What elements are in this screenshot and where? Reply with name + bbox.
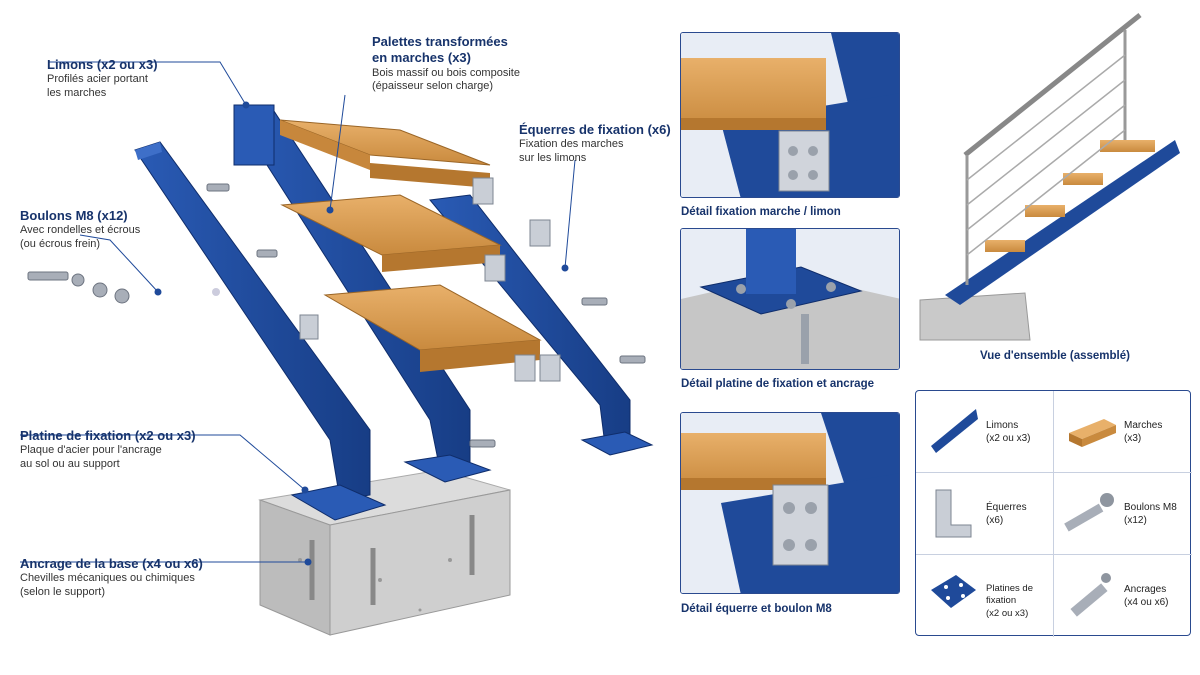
detail-caption-2: Détail platine de fixation et ancrage [681, 378, 874, 390]
detail-base-plate-illustration [681, 229, 899, 369]
callout-ancrage-title: Ancrage de la base (x4 ou x6) [20, 556, 203, 571]
plate-icon [931, 575, 976, 608]
legend-item-platines: Platines de fixation(x2 ou x3) [916, 555, 1054, 637]
top-bracket [233, 104, 275, 166]
callout-palettes: Palettes transformées en marches (x3) Bo… [372, 34, 520, 94]
components-legend: Limons(x2 ou x3) Marches(x3) Équerres(x6… [915, 390, 1192, 637]
callout-palettes-title: Palettes transformées en marches (x3) [372, 34, 508, 66]
bracket-icon [935, 489, 972, 538]
exploded-staircase-illustration [20, 61, 654, 636]
callout-platine: Platine de fixation (x2 ou x3) Plaque d'… [20, 428, 196, 472]
legend-label-marches: Marches(x3) [1124, 420, 1163, 444]
step-icon [1069, 419, 1116, 447]
callout-ancrage-desc: Chevilles mécaniques ou chimiques (selon… [20, 572, 195, 598]
stringer-icon [931, 409, 978, 453]
legend-item-limons: Limons(x2 ou x3) [916, 391, 1054, 473]
anchor-icon [1070, 573, 1111, 617]
callout-limons-desc: Profilés acier portant les marches [47, 73, 148, 99]
loose-bolts [27, 183, 646, 448]
callout-boulons: Boulons M8 (x12) Avec rondelles et écrou… [20, 208, 140, 252]
legend-item-ancrages: Ancrages(x4 ou x6) [1054, 555, 1192, 637]
wood-steps [279, 119, 542, 372]
callout-limons-title: Limons (x2 ou x3) [47, 57, 158, 72]
callout-equerres: Équerres de fixation (x6) Fixation des m… [519, 122, 671, 166]
detail-caption-3: Détail équerre et boulon M8 [681, 603, 832, 615]
stringer-left [134, 141, 371, 501]
detail-panel-base-plate [680, 228, 900, 370]
overview-caption: Vue d'ensemble (assemblé) [980, 350, 1130, 362]
legend-label-limons: Limons(x2 ou x3) [986, 420, 1031, 444]
legend-label-ancrages: Ancrages(x4 ou x6) [1124, 584, 1169, 608]
legend-item-boulons: Boulons M8(x12) [1054, 473, 1192, 555]
callout-boulons-desc: Avec rondelles et écrous (ou écrous frei… [20, 224, 141, 250]
callout-equerres-desc: Fixation des marches sur les limons [519, 138, 624, 164]
detail-panel-step-stringer [680, 32, 900, 198]
bolt-icon [1064, 493, 1114, 532]
callout-platine-title: Platine de fixation (x2 ou x3) [20, 428, 196, 443]
callout-boulons-title: Boulons M8 (x12) [20, 208, 128, 223]
detail-bracket-bolt-illustration [681, 413, 899, 593]
overview-assembled-illustration [919, 13, 1180, 341]
callout-limons: Limons (x2 ou x3) Profilés acier portant… [47, 57, 158, 101]
callout-equerres-title: Équerres de fixation (x6) [519, 122, 671, 137]
detail-caption-1: Détail fixation marche / limon [681, 206, 841, 218]
legend-item-equerres: Équerres(x6) [916, 473, 1054, 555]
base-plates [290, 431, 654, 521]
callout-platine-desc: Plaque d'acier pour l'ancrage au sol ou … [20, 444, 162, 470]
legend-label-platines: Platines de fixation(x2 ou x3) [986, 583, 1034, 619]
anchor-bolts [309, 515, 475, 605]
legend-label-boulons: Boulons M8(x12) [1124, 502, 1177, 526]
callout-leaders [20, 61, 576, 566]
step-brackets [299, 177, 561, 382]
legend-item-marches: Marches(x3) [1054, 391, 1192, 473]
detail-panel-bracket-bolt [680, 412, 900, 594]
legend-label-equerres: Équerres(x6) [986, 502, 1027, 526]
callout-palettes-desc: Bois massif ou bois composite (épaisseur… [372, 66, 520, 93]
callout-ancrage: Ancrage de la base (x4 ou x6) Chevilles … [20, 556, 203, 600]
detail-step-stringer-illustration [681, 33, 899, 197]
